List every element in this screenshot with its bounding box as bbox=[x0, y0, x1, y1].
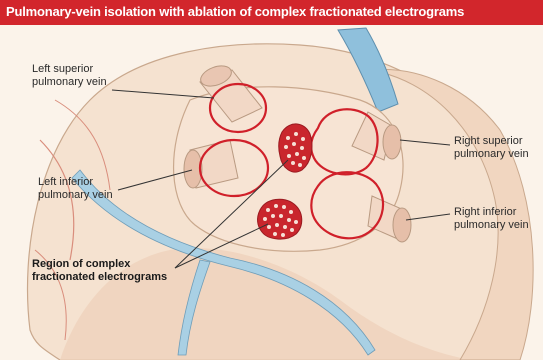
label-line: pulmonary vein bbox=[454, 219, 529, 232]
label-line: Right inferior bbox=[454, 206, 529, 219]
label-line: fractionated electrograms bbox=[32, 271, 167, 284]
label-right-superior-vein: Right superior pulmonary vein bbox=[454, 135, 529, 161]
label-left-inferior-vein: Left inferior pulmonary vein bbox=[38, 176, 113, 202]
label-line: Left inferior bbox=[38, 176, 113, 189]
label-line: pulmonary vein bbox=[32, 76, 107, 89]
figure-title: Pulmonary-vein isolation with ablation o… bbox=[6, 4, 464, 19]
label-cfae-region: Region of complex fractionated electrogr… bbox=[32, 258, 167, 284]
right-inferior-vein-ostium bbox=[393, 208, 411, 242]
label-line: Region of complex bbox=[32, 258, 167, 271]
title-bar: Pulmonary-vein isolation with ablation o… bbox=[0, 0, 543, 25]
label-line: Left superior bbox=[32, 63, 107, 76]
label-line: Right superior bbox=[454, 135, 529, 148]
label-line: pulmonary vein bbox=[454, 148, 529, 161]
label-line: pulmonary vein bbox=[38, 189, 113, 202]
label-left-superior-vein: Left superior pulmonary vein bbox=[32, 63, 107, 89]
right-superior-vein-ostium bbox=[383, 125, 401, 159]
label-right-inferior-vein: Right inferior pulmonary vein bbox=[454, 206, 529, 232]
